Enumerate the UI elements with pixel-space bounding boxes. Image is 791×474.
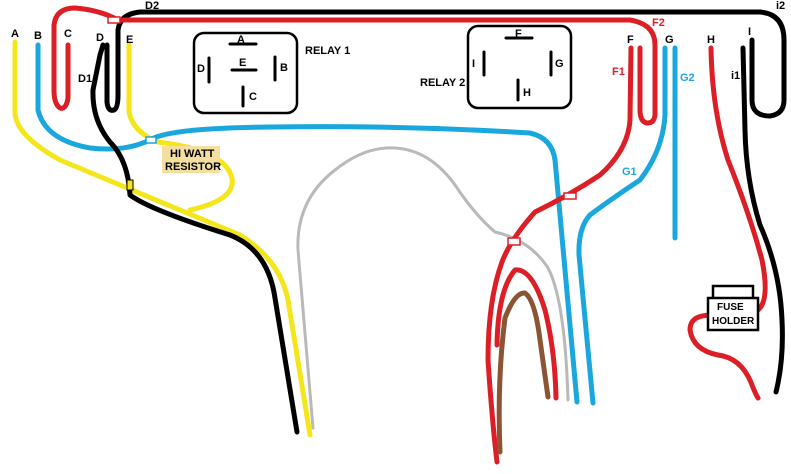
connector-f1 bbox=[563, 192, 577, 200]
connector-blue bbox=[145, 136, 157, 144]
relay-2-box bbox=[466, 24, 573, 110]
wire-label-d1: D1 bbox=[78, 73, 92, 85]
fuse-holder-body bbox=[706, 296, 760, 332]
relay-2-pin-g-label: G bbox=[555, 58, 564, 70]
wire-label-f1: F1 bbox=[612, 66, 625, 78]
relay-2: F I G H RELAY 2 bbox=[420, 24, 573, 110]
terminal-a-label: A bbox=[11, 28, 19, 40]
connector-grey bbox=[507, 237, 521, 246]
resistor-line2: RESISTOR bbox=[165, 161, 221, 173]
wire-red-loop bbox=[494, 267, 559, 401]
wire-red-f1 bbox=[485, 45, 634, 465]
resistor-line1: HI WATT bbox=[170, 148, 215, 160]
fuse-holder: FUSE HOLDER bbox=[706, 284, 760, 332]
terminal-i-label: I bbox=[748, 26, 751, 38]
wire-label-d2: D2 bbox=[145, 0, 159, 12]
resistor-body bbox=[162, 146, 220, 173]
terminal-g-label: G bbox=[665, 34, 674, 46]
relay-2-title: RELAY 2 bbox=[420, 77, 465, 89]
relay-1-box bbox=[192, 31, 299, 115]
connector-d2 bbox=[107, 16, 121, 24]
wire-black-d2 bbox=[104, 9, 787, 119]
wire-black-i1 bbox=[740, 45, 785, 395]
wire-label-f2: F2 bbox=[652, 17, 665, 29]
wire-red-c bbox=[51, 5, 658, 126]
connector-d1 bbox=[126, 179, 134, 191]
wire-brown bbox=[496, 290, 551, 455]
wire-grey bbox=[296, 146, 570, 430]
relay-2-pin-i-label: I bbox=[472, 58, 475, 70]
relay-1: A E D B C RELAY 1 bbox=[192, 31, 350, 115]
wire-label-g2: G2 bbox=[680, 72, 695, 84]
wire-blue-b bbox=[35, 42, 580, 405]
fuse-holder-line2: HOLDER bbox=[712, 316, 755, 327]
terminal-b-label: B bbox=[34, 30, 42, 42]
relay-1-pin-b-label: B bbox=[280, 62, 288, 74]
relay-1-title: RELAY 1 bbox=[305, 45, 350, 57]
terminal-c-label: C bbox=[64, 28, 72, 40]
relay-2-pin-f-label: F bbox=[515, 28, 522, 40]
relay-1-pin-a-label: A bbox=[237, 34, 245, 46]
wire-black-d1 bbox=[90, 42, 300, 435]
wire-label-i1: i1 bbox=[731, 70, 740, 82]
relay-1-pin-d-label: D bbox=[197, 63, 205, 75]
relay-1-pin-c-label: C bbox=[249, 91, 257, 103]
wire-label-g1: G1 bbox=[622, 166, 637, 178]
relay-1-pin-e-label: E bbox=[239, 57, 246, 69]
wire-blue-g1 bbox=[576, 45, 668, 406]
fuse-holder-line1: FUSE bbox=[717, 302, 744, 313]
terminal-f-label: F bbox=[627, 34, 634, 46]
relay-2-pin-h-label: H bbox=[523, 87, 531, 99]
wire-label-i2: i2 bbox=[776, 0, 785, 12]
terminal-h-label: H bbox=[707, 34, 715, 46]
terminal-e-label: E bbox=[126, 34, 133, 46]
wire-yellow-a bbox=[12, 39, 313, 438]
terminal-d-label: D bbox=[96, 32, 104, 44]
hi-watt-resistor: HI WATT RESISTOR bbox=[162, 146, 221, 173]
